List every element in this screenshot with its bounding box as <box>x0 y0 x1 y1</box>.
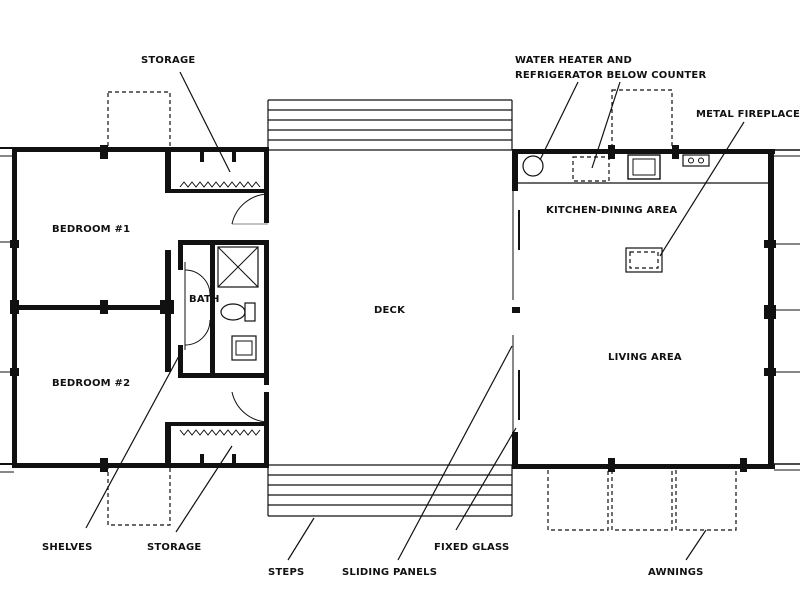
right-wing-bottom-wall <box>515 464 775 469</box>
refrigerator <box>572 156 610 182</box>
label-deck: DECK <box>374 305 406 316</box>
label-living-area: LIVING AREA <box>608 352 682 363</box>
label-bedroom-2: BEDROOM #2 <box>52 378 130 389</box>
metal-fireplace <box>625 247 663 273</box>
dashed-bottom-left-box <box>107 466 171 526</box>
dashed-top-right-box <box>611 89 673 151</box>
label-storage-top: STORAGE <box>141 55 195 66</box>
deck <box>267 99 513 517</box>
dashed-top-left-box <box>107 91 171 149</box>
dashed-awning-middle <box>611 467 673 531</box>
stove <box>682 154 710 167</box>
shower <box>217 246 259 288</box>
label-bedroom-1: BEDROOM #1 <box>52 224 130 235</box>
label-water-heater-line1: WATER HEATER AND <box>515 55 632 66</box>
bath-sink <box>231 335 257 361</box>
steps-bottom <box>267 465 513 517</box>
kitchen-sink <box>627 154 661 180</box>
left-wing <box>0 145 269 473</box>
label-awnings: AWNINGS <box>648 567 704 578</box>
label-shelves: SHELVES <box>42 542 93 553</box>
leader-lines <box>85 71 745 561</box>
left-wing-bottom-wall <box>12 463 268 468</box>
label-kitchen-dining-area: KITCHEN-DINING AREA <box>546 205 677 216</box>
label-metal-fireplace: METAL FIREPLACE <box>696 109 800 120</box>
left-wing-top-wall <box>12 147 268 152</box>
label-sliding-panels: SLIDING PANELS <box>342 567 437 578</box>
right-wing <box>512 145 800 472</box>
right-wing-top-wall <box>515 149 775 154</box>
dashed-awning-right <box>675 467 737 531</box>
dashed-awning-left <box>547 467 609 531</box>
left-rails <box>0 147 14 473</box>
label-steps: STEPS <box>268 567 304 578</box>
door-swing-lower <box>231 391 269 423</box>
storage-top <box>165 147 269 193</box>
right-rails <box>774 149 800 471</box>
label-storage-bottom: STORAGE <box>147 542 201 553</box>
storage-bottom <box>165 422 269 468</box>
steps-top <box>267 99 513 150</box>
label-bath: BATH <box>189 294 220 305</box>
bath <box>178 240 268 378</box>
label-fixed-glass: FIXED GLASS <box>434 542 509 553</box>
bedroom-partition <box>12 305 172 310</box>
toilet <box>220 303 246 321</box>
label-water-heater-line2: REFRIGERATOR BELOW COUNTER <box>515 70 706 81</box>
door-swing-upper <box>231 193 269 225</box>
water-heater <box>522 155 544 177</box>
